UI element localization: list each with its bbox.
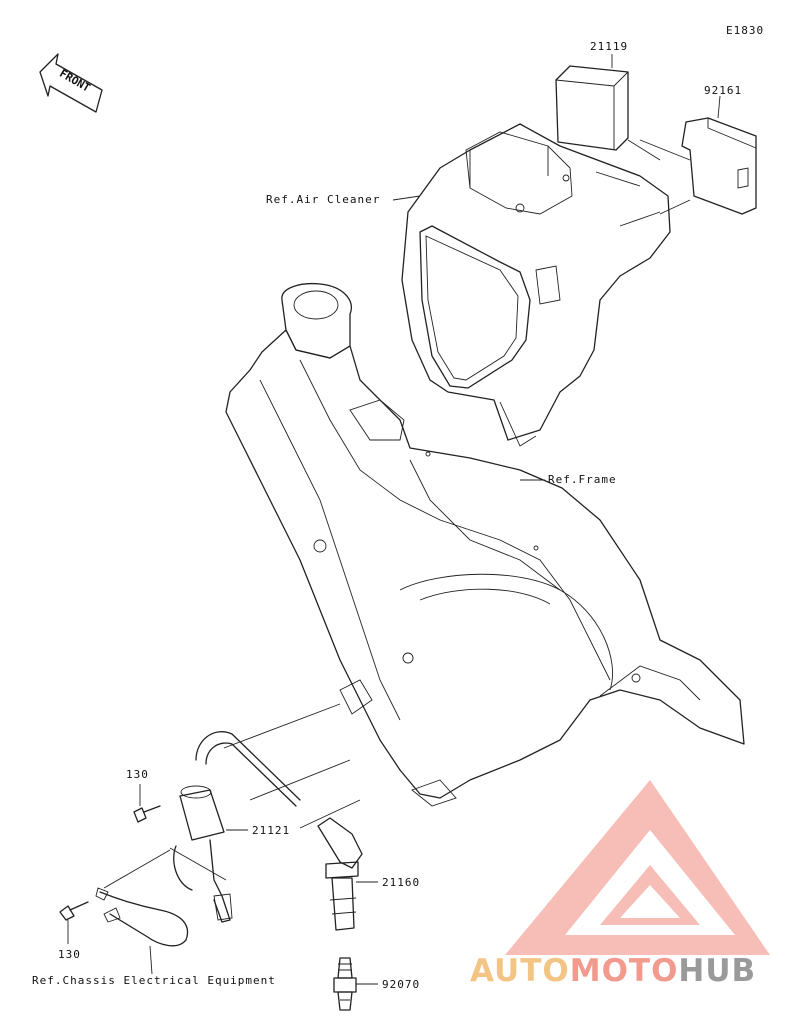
part-92161-shape: [681, 117, 757, 215]
watermark-part-hub: HUB: [678, 953, 757, 989]
air-cleaner-shape: [401, 123, 671, 447]
diagram-code: E1830: [726, 24, 765, 37]
watermark-text: AUTOMOTOHUB: [470, 953, 756, 989]
watermark-logo: [505, 780, 770, 955]
callout-21119: 21119: [590, 40, 629, 53]
callout-21160: 21160: [382, 876, 421, 889]
callout-ref-frame: Ref.Frame: [548, 473, 617, 486]
callout-92161: 92161: [704, 84, 743, 97]
spark-plug-shape: [333, 957, 357, 1011]
callout-21121: 21121: [252, 824, 291, 837]
frame-shape: [225, 282, 745, 807]
callout-ref-chassis: Ref.Chassis Electrical Equipment: [32, 974, 276, 987]
callout-130-top: 130: [126, 768, 149, 781]
front-arrow-text: FRONT: [57, 67, 93, 95]
callout-ref-air-cleaner: Ref.Air Cleaner: [266, 193, 381, 206]
part-21119-shape: [555, 65, 629, 151]
assembly-guide-lines: [103, 703, 361, 889]
watermark-part-moto: MOTO: [569, 953, 679, 989]
spark-plug-cap-shape: [317, 817, 363, 931]
callout-92070: 92070: [382, 978, 421, 991]
bolt-130-top-shape: [133, 805, 161, 823]
chassis-wire-shape: [95, 887, 189, 947]
callout-130-bottom: 130: [58, 948, 81, 961]
front-arrow-icon: FRONT: [39, 53, 103, 113]
watermark-part-auto: AUTO: [470, 953, 570, 989]
ignition-coil-shape: [173, 731, 301, 923]
bolt-130-bottom-shape: [59, 901, 89, 921]
